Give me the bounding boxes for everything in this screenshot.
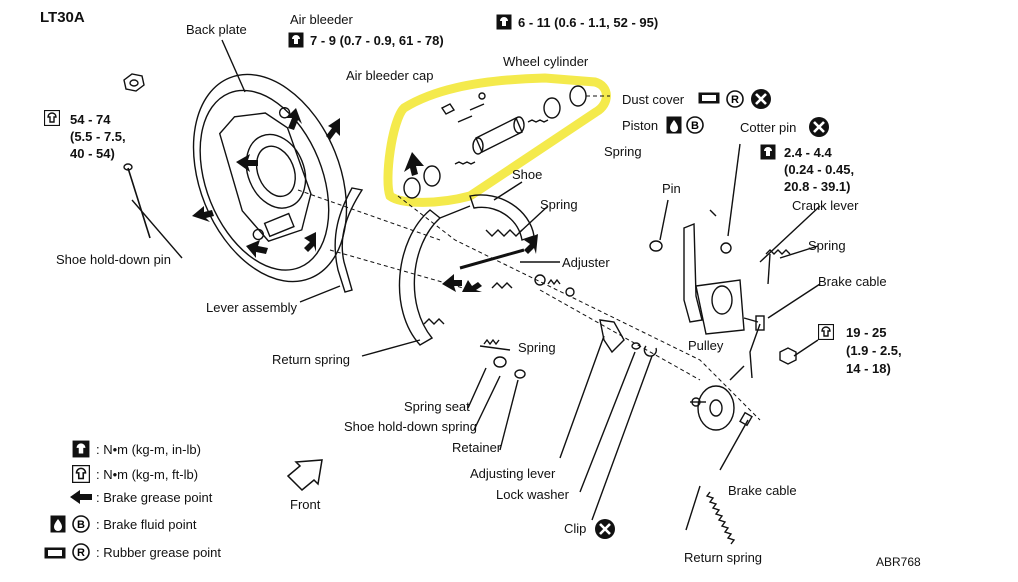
front-arrow-icon — [286, 459, 323, 492]
label-air-bleeder: Air bleeder — [290, 12, 353, 27]
label-dust-cover: Dust cover — [622, 92, 685, 107]
label-shoe-hold-down-pin: Shoe hold-down pin — [56, 252, 171, 267]
label-shoe-hold-down-spring: Shoe hold-down spring — [344, 419, 477, 434]
pulley — [690, 365, 745, 431]
svg-text:B: B — [77, 519, 85, 531]
torque-in-lb-icon — [760, 144, 776, 160]
label-adjuster: Adjuster — [562, 255, 610, 270]
brake-fluid-icon — [666, 116, 682, 134]
label-cable-torque-2: (1.9 - 2.5, — [846, 343, 902, 358]
do-not-reuse-icon — [809, 117, 829, 137]
label-clip: Clip — [564, 521, 587, 536]
label-front: Front — [290, 497, 321, 512]
label-shoe: Shoe — [512, 167, 543, 182]
label-lock-washer: Lock washer — [496, 487, 569, 502]
legend-torque-ft-lb: : N•m (kg-m, ft-lb) — [96, 467, 199, 482]
small-springs — [483, 274, 575, 379]
label-backplate-torque-2: (5.5 - 7.5, — [70, 129, 126, 144]
label-adjusting-lever: Adjusting lever — [470, 466, 556, 481]
brake-cable-lower — [719, 419, 749, 471]
label-backplate-torque-1: 54 - 74 — [70, 112, 111, 127]
label-cotter-torque-1: 2.4 - 4.4 — [784, 145, 832, 160]
label-wheel-cylinder-torque: 6 - 11 (0.6 - 1.1, 52 - 95) — [518, 15, 659, 30]
label-crank-lever: Crank lever — [792, 198, 859, 213]
torque-in-lb-icon — [496, 14, 512, 30]
rubber-grease-icon — [698, 92, 720, 104]
legend-brake-grease: : Brake grease point — [96, 490, 213, 505]
torque-in-lb-icon — [72, 440, 90, 458]
svg-text:R: R — [731, 94, 739, 106]
label-cotter-torque-2: (0.24 - 0.45, — [784, 162, 855, 177]
pin — [659, 199, 669, 241]
label-retainer: Retainer — [452, 440, 502, 455]
label-spring-shoe: Spring — [540, 197, 578, 212]
label-cotter-torque-3: 20.8 - 39.1) — [784, 179, 851, 194]
brake-fluid-b-icon: B — [72, 515, 90, 533]
do-not-reuse-icon — [595, 519, 615, 539]
torque-ft-lb-icon — [44, 110, 60, 126]
label-back-plate: Back plate — [186, 22, 247, 37]
lever-assembly — [334, 187, 364, 293]
label-cotter-pin: Cotter pin — [740, 120, 797, 135]
label-spring-lower: Spring — [518, 340, 556, 355]
rubber-r-icon: R — [72, 543, 90, 561]
back-plate-nut — [123, 73, 145, 92]
brake-fluid-icon — [50, 515, 66, 533]
label-air-bleeder-cap: Air bleeder cap — [346, 68, 434, 83]
label-lever-assembly: Lever assembly — [206, 300, 298, 315]
legend-rubber-grease: : Rubber grease point — [96, 545, 222, 560]
label-brake-cable-bottom: Brake cable — [728, 483, 797, 498]
do-not-reuse-icon — [751, 89, 771, 109]
rubber-grease-icon — [44, 547, 66, 559]
label-pulley: Pulley — [688, 338, 724, 353]
label-backplate-torque-3: 40 - 54) — [70, 146, 115, 161]
torque-ft-lb-icon — [818, 324, 834, 340]
rubber-r-icon: R — [726, 90, 744, 108]
brake-fluid-b-icon: B — [686, 116, 704, 134]
grease-arrows — [192, 108, 538, 292]
return-spring-bottom — [705, 491, 736, 545]
figure-code: ABR768 — [876, 555, 921, 569]
svg-text:B: B — [691, 120, 699, 132]
label-return-spring-left: Return spring — [272, 352, 351, 367]
brake-shoes — [398, 194, 535, 346]
brake-cable-upper — [749, 323, 761, 379]
legend-brake-fluid: : Brake fluid point — [96, 517, 197, 532]
label-spring-right: Spring — [808, 238, 846, 253]
back-plate — [192, 73, 348, 283]
shoe-hold-down-pin — [127, 167, 151, 239]
crank-lever-assembly — [683, 222, 791, 335]
diagram-title: LT30A — [40, 9, 85, 26]
label-piston: Piston — [622, 118, 659, 133]
label-cable-torque-3: 14 - 18) — [846, 361, 891, 376]
label-wheel-cylinder: Wheel cylinder — [503, 54, 589, 69]
label-brake-cable-top: Brake cable — [818, 274, 887, 289]
label-air-bleeder-torque: 7 - 9 (0.7 - 0.9, 61 - 78) — [310, 33, 444, 48]
torque-in-lb-icon — [288, 32, 304, 48]
label-spring-seat: Spring seat — [404, 399, 470, 414]
label-return-spring-bottom: Return spring — [684, 550, 763, 565]
torque-ft-lb-icon — [72, 465, 90, 483]
label-cable-torque-1: 19 - 25 — [846, 325, 887, 340]
label-spring-top: Spring — [604, 144, 642, 159]
grease-arrow-icon — [70, 490, 92, 504]
wheel-cylinder-highlight — [383, 73, 611, 207]
legend-torque-in-lb: : N•m (kg-m, in-lb) — [96, 442, 201, 457]
label-pin: Pin — [662, 181, 681, 196]
svg-text:R: R — [77, 547, 85, 559]
